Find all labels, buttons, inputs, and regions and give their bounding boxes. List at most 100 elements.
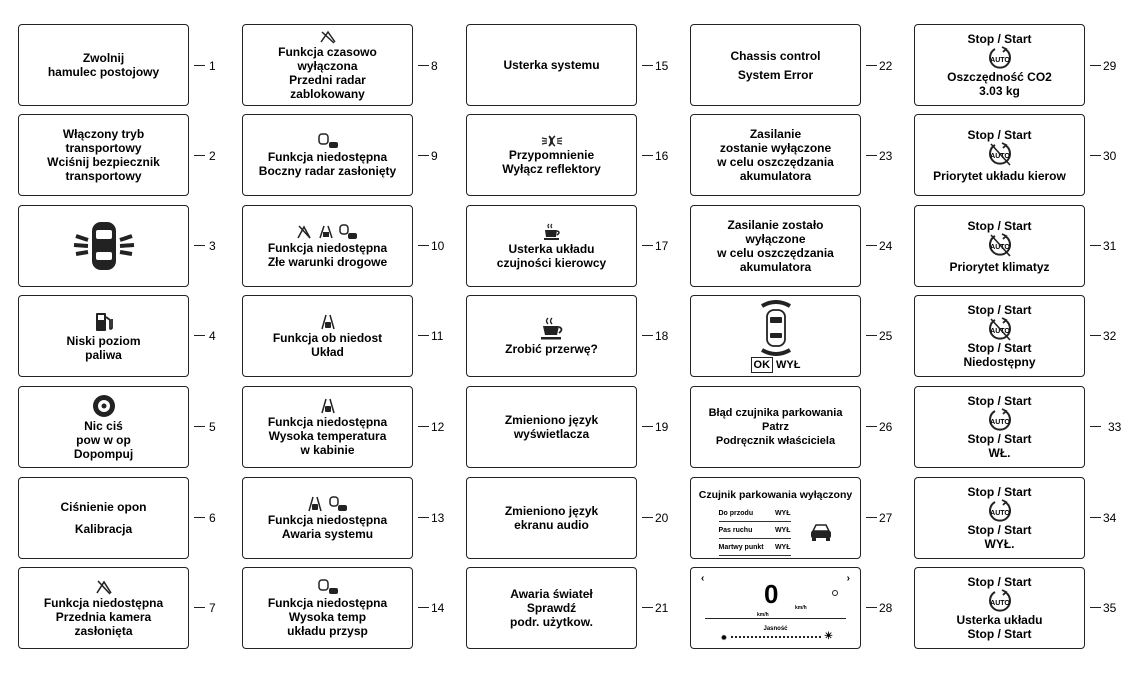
message-line: akumulatora [739, 260, 812, 274]
coffee-cup-icon [543, 223, 560, 240]
callout-number: 7 [209, 601, 216, 615]
callout-number: 9 [431, 149, 438, 163]
message-box-8: Funkcja czasowo wyłączona Przedni radar … [242, 24, 413, 106]
message-box-22: Chassis control System Error [690, 24, 861, 106]
message-line: Awaria świateł [510, 587, 593, 601]
message-line: Ciśnienie opon [60, 500, 147, 514]
brightness-label: Jasność [763, 626, 788, 632]
message-box-9: Funkcja niedostępna Boczny radar zasłoni… [242, 114, 413, 196]
callout-line [1090, 607, 1101, 609]
message-line: Zrobić przerwę? [505, 341, 598, 356]
message-line: System Error [737, 67, 814, 82]
message-line: Funkcja niedostępna [267, 595, 388, 610]
parking-status: OK WYŁ [750, 356, 801, 373]
callout-number: 29 [1103, 59, 1117, 73]
camera-off-icon [95, 579, 112, 595]
message-line: Wysoka temp [288, 609, 367, 624]
message-line: Patrz [762, 421, 789, 433]
callout-line [418, 517, 429, 519]
callout-line [418, 245, 429, 247]
brightness-slider[interactable] [731, 636, 821, 638]
svg-text:AUTO: AUTO [990, 244, 1010, 251]
message-line: Funkcja niedostępna [43, 595, 164, 610]
speed-unit-right: km/h [795, 605, 807, 611]
callout-number: 1 [209, 59, 216, 73]
message-line: w celu oszczędzania [717, 246, 834, 260]
message-line: czujności kierowcy [496, 255, 607, 270]
message-line: Niski poziom [66, 333, 141, 348]
message-line: transportowy [65, 141, 142, 155]
message-box-24: Zasilanie zostało wyłączone w celu oszcz… [690, 205, 861, 287]
callout-line [418, 155, 429, 157]
stop-start-title: Stop / Start [967, 394, 1032, 408]
lane-assist-icon [320, 398, 335, 413]
callout-line [1090, 155, 1101, 157]
message-line: Podręcznik właściciela [715, 435, 836, 447]
message-line: wyłączona [297, 58, 358, 73]
message-line: transportowy [65, 169, 142, 183]
message-line: zasłonięta [74, 623, 133, 638]
message-line: Stop / Start [967, 523, 1032, 537]
message-line: Zasilanie zostało [727, 218, 824, 232]
svg-text:AUTO: AUTO [990, 600, 1010, 607]
message-box-28: ‹ › 0 km/h km/h Jasność ✹ ☀ [690, 567, 861, 649]
callout-line [866, 155, 877, 157]
off-label: WYŁ [776, 358, 801, 371]
message-line: w kabinie [300, 442, 355, 457]
message-line: Zmieniono język [504, 413, 599, 427]
auto-stop-start-icon: AUTO [988, 499, 1011, 522]
callout-number: 11 [431, 329, 444, 343]
callout-number: 19 [655, 420, 669, 434]
system-fault-icons [307, 495, 347, 511]
callout-number: 6 [209, 511, 216, 525]
message-box-17: Usterka układu czujności kierowcy [466, 205, 637, 287]
message-box-32: Stop / Start AUTO Stop / Start Niedostęp… [914, 295, 1085, 377]
callout-line [866, 65, 877, 67]
message-line: Włączony tryb [62, 127, 145, 141]
message-box-29: Stop / Start AUTO Oszczędność CO2 3.03 k… [914, 24, 1085, 106]
callout-number: 23 [879, 149, 893, 163]
message-line: Funkcja ob niedost [272, 330, 383, 345]
callout-line [866, 607, 877, 609]
callout-number: 25 [879, 329, 893, 343]
callout-number: 4 [209, 329, 216, 343]
svg-text:AUTO: AUTO [990, 510, 1010, 517]
message-line: Chassis control [730, 48, 821, 63]
message-box-34: Stop / Start AUTO Stop / Start WYŁ. [914, 477, 1085, 559]
message-box-21: Awaria świateł Sprawdź podr. użytkow. [466, 567, 637, 649]
message-line: Boczny radar zasłonięty [258, 163, 397, 178]
chevron-left-icon[interactable]: ‹ [701, 573, 705, 584]
message-line: Usterka systemu [503, 58, 600, 72]
message-line: paliwa [85, 347, 122, 362]
callout-line [642, 155, 653, 157]
callout-number: 34 [1103, 511, 1117, 525]
ok-button[interactable]: OK [750, 356, 774, 373]
callout-number: 31 [1103, 239, 1117, 253]
callout-line [866, 426, 877, 428]
fuel-pump-icon [95, 312, 113, 331]
message-line: Funkcja niedostępna [267, 240, 388, 255]
message-box-31: Stop / Start AUTO Priorytet klimatyz [914, 205, 1085, 287]
auto-stop-start-off-icon: AUTO [988, 232, 1011, 257]
message-box-25: OK WYŁ [690, 295, 861, 377]
message-line: Stop / Start [967, 627, 1032, 641]
message-line: Układ [311, 344, 344, 359]
callout-line [642, 607, 653, 609]
callout-line [194, 607, 205, 609]
callout-number: 33 [1108, 420, 1122, 434]
message-line: w celu oszczędzania [717, 155, 834, 169]
callout-line [642, 517, 653, 519]
callout-line [642, 335, 653, 337]
chevron-right-icon[interactable]: › [846, 573, 850, 584]
callout-line [194, 155, 205, 157]
message-line: Usterka układu [508, 241, 595, 256]
callout-number: 18 [655, 329, 669, 343]
auto-stop-start-icon: AUTO [988, 46, 1011, 69]
message-box-15: Usterka systemu [466, 24, 637, 106]
coffee-cup-icon [540, 317, 562, 339]
message-line: Funkcja niedostępna [267, 414, 388, 429]
callout-number: 8 [431, 59, 438, 73]
